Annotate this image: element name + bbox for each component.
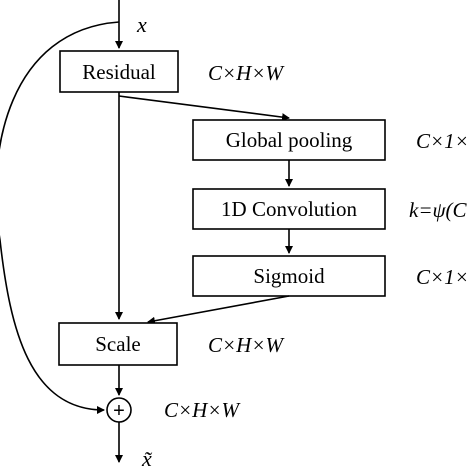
scale-label: Scale [95,332,140,356]
skip-connection-arrow [0,21,120,414]
output-label: x̃ [141,446,152,471]
conv1d-label: 1D Convolution [221,197,357,221]
branch-arrow [118,95,290,122]
sigmoid-to-scale-arrow [147,295,290,325]
global-pooling-box [192,119,386,161]
sigmoid-dim: C×1× [416,265,469,289]
global-pooling-label: Global pooling [226,128,353,152]
scale-dim: C×H×W [208,333,286,357]
sum-dim: C×H×W [164,398,242,422]
sigmoid-box [192,255,386,297]
conv1d-dim: k=ψ(C [409,198,468,222]
conv1d-box [192,188,386,230]
residual-dim: C×H×W [208,61,286,85]
global-pooling-dim: C×1× [416,129,469,153]
input-label: x [136,12,147,37]
scale-box [58,322,178,366]
residual-label: Residual [82,60,156,84]
sigmoid-label: Sigmoid [253,264,325,288]
sum-symbol: + [113,400,125,422]
